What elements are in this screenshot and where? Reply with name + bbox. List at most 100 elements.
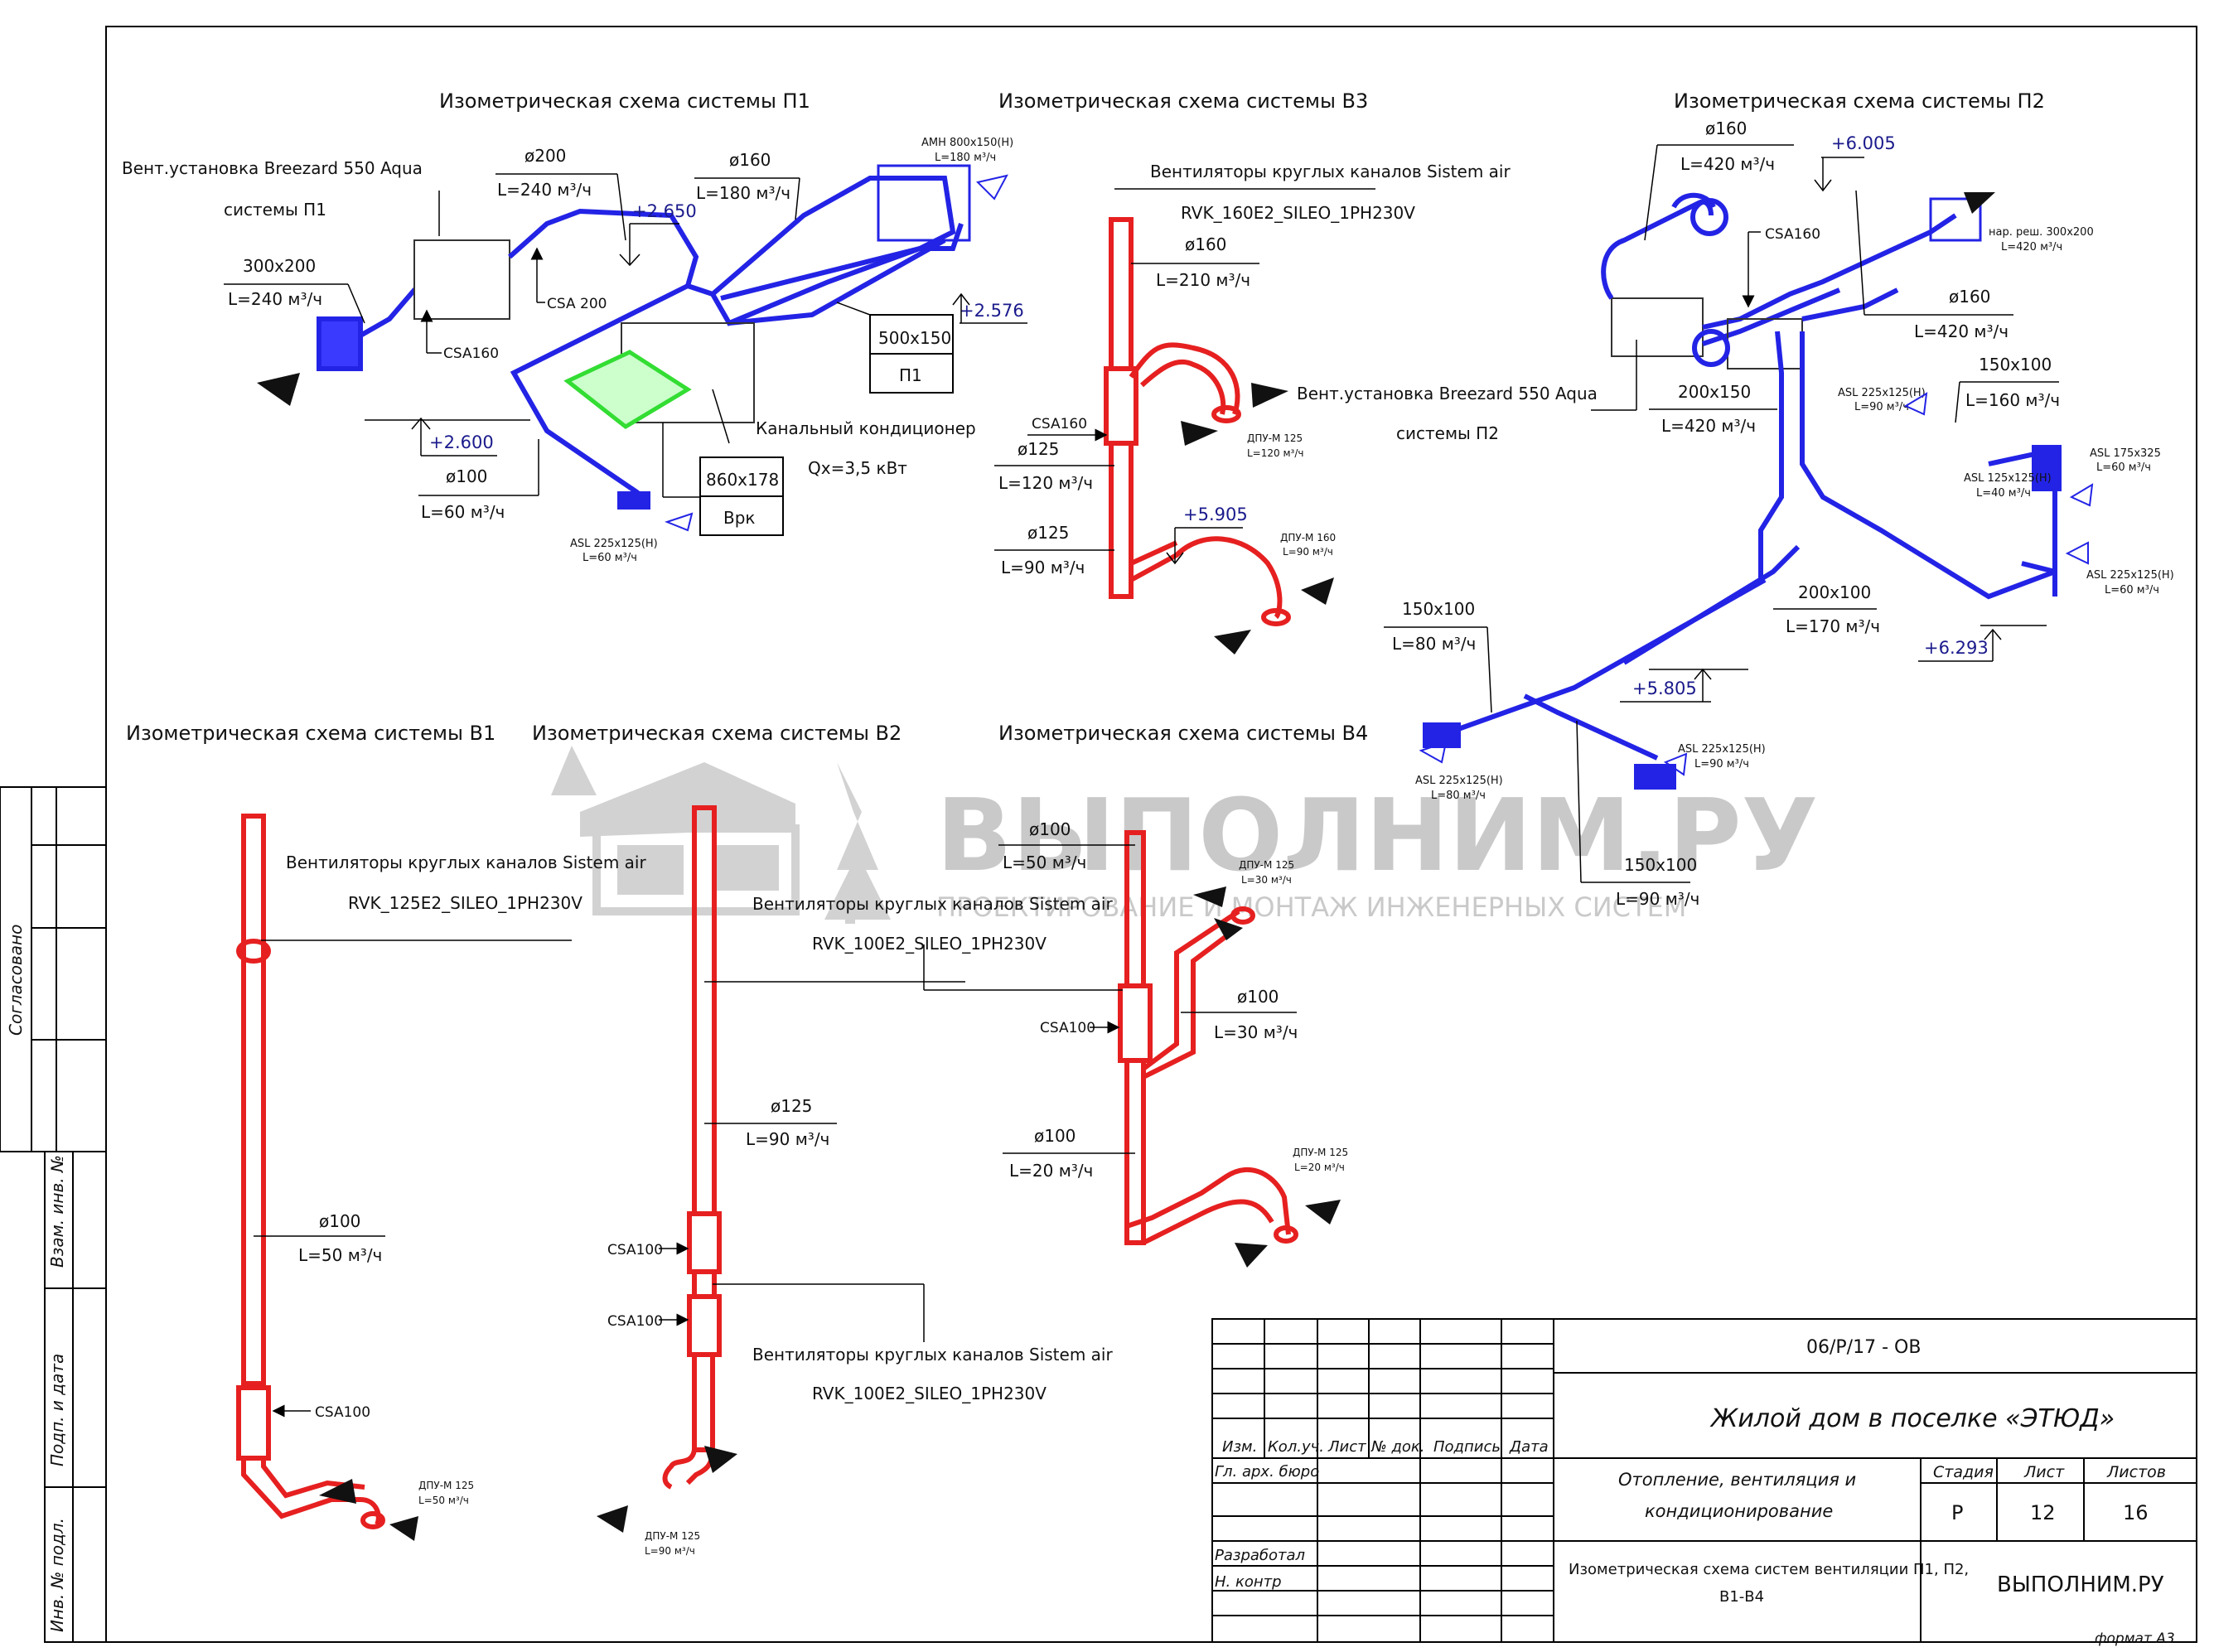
b4-l50: L=50 м³/ч — [1003, 853, 1086, 872]
b2-arrow2-icon — [597, 1505, 628, 1533]
title-p1: Изометрическая схема системы П1 — [439, 89, 810, 113]
p1-intake-arrow-icon — [257, 373, 300, 406]
p2-elev6293: +6.293 — [1924, 638, 1989, 658]
side-inv-podl: Инв. № подл. — [47, 1518, 67, 1632]
p2-elev6005: +6.005 — [1831, 133, 1896, 153]
p1-duct500: 500х150 — [878, 328, 951, 348]
b4-dpu1: ДПУ-М 125 — [1239, 859, 1294, 871]
b2-dpu-l: L=90 м³/ч — [645, 1545, 695, 1557]
watermark-tagline: ПРОЕКТИРОВАНИЕ И МОНТАЖ ИНЖЕНЕРНЫХ СИСТЕ… — [936, 891, 1686, 923]
p2-l420b: L=420 м³/ч — [1914, 321, 2009, 341]
p2-nar-l: L=420 м³/ч — [2001, 241, 2062, 254]
p1-elev2576: +2.576 — [960, 301, 1024, 321]
p2-asl225c: ASL 225x125(Н) — [1678, 743, 1766, 756]
b4-arrow4-icon — [1235, 1243, 1268, 1268]
system-b3-ducts — [1104, 217, 1291, 626]
watermark-brand: ВЫПОЛНИМ.РУ — [936, 779, 1818, 894]
p1-unit-line2: системы П1 — [224, 200, 326, 220]
p2-asl225a-l: L=90 м³/ч — [1854, 401, 1909, 413]
stamp-sheet: 12 — [2030, 1501, 2056, 1524]
p2-d160b: ø160 — [1949, 287, 1990, 307]
p1-elev2650: +2.650 — [632, 201, 697, 221]
p2-d200x150: 200х150 — [1678, 382, 1751, 402]
p2-asl225c-l: L=90 м³/ч — [1694, 758, 1749, 770]
p2-asl225a: ASL 225x125(Н) — [1838, 387, 1926, 399]
system-b1-ducts — [236, 814, 385, 1529]
b4-d100b: ø100 — [1237, 987, 1279, 1007]
b3-exhaust-arrow4-icon — [1214, 630, 1251, 655]
p1-elev2600: +2.600 — [429, 432, 494, 452]
side-labels: Согласовано Взам. инв. № Подп. и дата Ин… — [6, 925, 67, 1632]
p2-asl225b-l: L=60 м³/ч — [2105, 584, 2159, 597]
stamp-stage: Р — [1951, 1501, 1963, 1524]
p2-asl175: ASL 175x325 — [2090, 447, 2161, 460]
p2-asl-e-marker-icon — [1419, 741, 1448, 764]
p1-amn: АМН 800х150(Н) — [921, 137, 1013, 149]
b4-arrow1-icon — [1193, 886, 1226, 907]
p2-asl-a-marker-icon — [1903, 392, 1928, 416]
p1-amn-l: L=180 м³/ч — [935, 152, 996, 164]
b2-l90: L=90 м³/ч — [746, 1129, 829, 1149]
p1-asl-marker-icon — [665, 512, 694, 532]
system-b1-labels: Вентиляторы круглых каналов Sistem air R… — [254, 853, 646, 1541]
b1-arrow2-icon — [389, 1516, 418, 1541]
system-p1-ducts — [317, 164, 971, 495]
p2-d150x100a: 150х100 — [1979, 355, 2052, 374]
stamp-sheet-title2: В1-В4 — [1719, 1588, 1764, 1606]
p2-d150x100c: 150х100 — [1624, 855, 1697, 875]
p1-qx: Qx=3,5 кВт — [808, 458, 907, 478]
b3-l120: L=120 м³/ч — [998, 473, 1093, 493]
p2-asl-b-marker-icon — [2069, 483, 2094, 507]
stamp-gl-arch: Гл. арх. бюро — [1215, 1463, 1319, 1481]
system-b2-labels: Вентиляторы круглых каналов Sistem air R… — [597, 894, 1113, 1557]
side-inv-vzam: Взам. инв. № — [47, 1155, 67, 1268]
paper-format: формат А3 — [2095, 1630, 2175, 1647]
b3-exhaust-arrow1-icon — [1251, 383, 1288, 408]
b2-dpu: ДПУ-М 125 — [645, 1530, 700, 1542]
p1-r300: 300х200 — [243, 256, 316, 276]
stamp-h-data: Дата — [1509, 1438, 1549, 1456]
b3-elev5905: +5.905 — [1183, 505, 1248, 524]
p2-asl175-l: L=60 м³/ч — [2096, 461, 2151, 474]
p2-l420c: L=420 м³/ч — [1661, 416, 1756, 436]
b4-csa100: CSA100 — [1040, 1020, 1095, 1036]
system-p2-ducts — [1423, 192, 2062, 790]
b2-arrow1-icon — [704, 1446, 737, 1473]
b2-fan3: Вентиляторы круглых каналов Sistem air — [752, 1345, 1113, 1365]
b4-d100a: ø100 — [1029, 819, 1071, 839]
title-b2: Изометрическая схема системы В2 — [532, 722, 902, 745]
b3-fan1: Вентиляторы круглых каналов Sistem air — [1150, 162, 1511, 181]
p1-l180: L=180 м³/ч — [696, 183, 790, 203]
p2-asl125-l: L=40 м³/ч — [1976, 487, 2031, 500]
b3-exhaust-arrow3-icon — [1301, 577, 1334, 605]
title-b4: Изометрическая схема системы В4 — [998, 722, 1368, 745]
b2-fan1: Вентиляторы круглых каналов Sistem air — [752, 894, 1113, 914]
stamp-object: Жилой дом в поселке «ЭТЮД» — [1709, 1404, 2115, 1433]
b1-csa100: CSA100 — [315, 1404, 370, 1421]
p2-l80: L=80 м³/ч — [1392, 634, 1476, 654]
b4-dpu2-l: L=20 м³/ч — [1294, 1162, 1345, 1173]
system-p1-labels: Вент.установка Breezard 550 Aqua системы… — [122, 137, 1027, 564]
title-b3: Изометрическая схема системы В3 — [998, 89, 1368, 113]
system-b4-ducts — [1118, 830, 1298, 1245]
p2-nar: нар. реш. 300x200 — [1989, 226, 2094, 239]
system-b2-ducts — [662, 805, 722, 1490]
system-b4-labels: ø100 L=50 м³/ч ДПУ-М 125 L=30 м³/ч ø100 … — [923, 819, 1348, 1268]
b2-fan2: RVK_100E2_SILEO_1PH230V — [812, 934, 1047, 954]
p1-p1box: П1 — [899, 365, 922, 385]
stamp-h-podp: Подпись — [1433, 1438, 1501, 1456]
b1-l50: L=50 м³/ч — [298, 1245, 382, 1265]
p1-conditioner — [563, 322, 755, 510]
system-b3-labels: Вентиляторы круглых каналов Sistem air R… — [994, 162, 1598, 655]
b4-arrow3-icon — [1305, 1200, 1341, 1225]
p1-csa200: CSA 200 — [547, 296, 607, 312]
stamp-h-stage: Стадия — [1933, 1463, 1994, 1481]
p2-asl125: ASL 125x125(Н) — [1964, 472, 2052, 485]
p2-asl225d: ASL 225x125(Н) — [1415, 775, 1503, 787]
stamp-h-sheets: Листов — [2106, 1463, 2166, 1481]
p1-d160: ø160 — [729, 150, 771, 170]
p1-d200: ø200 — [524, 146, 566, 166]
b1-dpu-l: L=50 м³/ч — [418, 1495, 469, 1506]
b3-d125a: ø125 — [1018, 439, 1059, 459]
stamp-razrab: Разработал — [1215, 1547, 1305, 1564]
